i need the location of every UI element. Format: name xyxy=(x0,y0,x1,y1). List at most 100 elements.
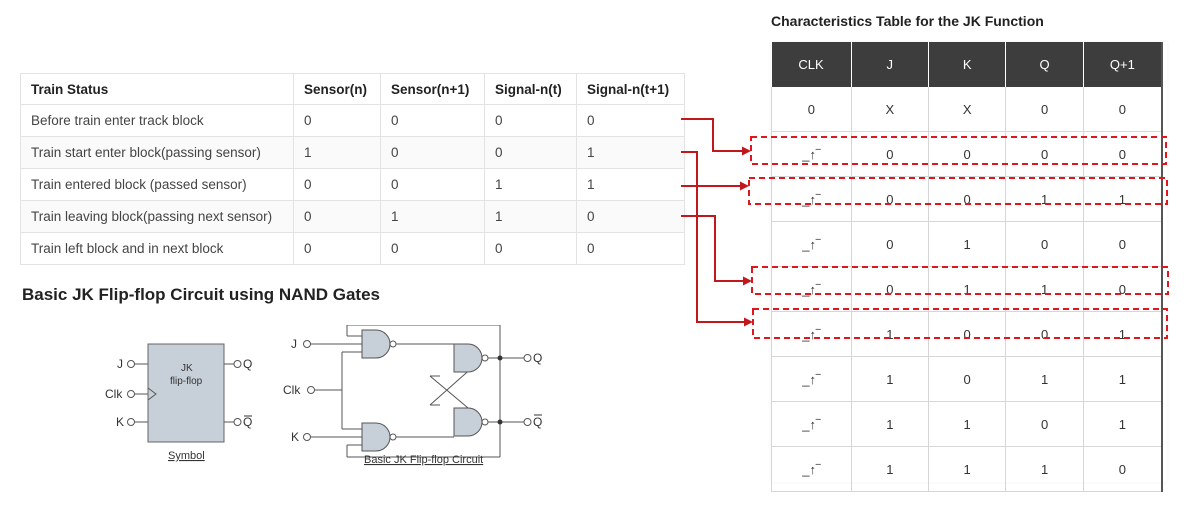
table-cell: 1 xyxy=(928,266,1007,312)
table-cell: 0 xyxy=(928,311,1007,357)
table-cell: 0 xyxy=(484,232,577,265)
arrowhead xyxy=(740,181,749,191)
table-cell: 1 xyxy=(1005,356,1084,402)
table-cell: 1 xyxy=(380,200,485,233)
arrows xyxy=(681,118,747,323)
symbol-k-label: K xyxy=(116,415,124,429)
table-cell: 1 xyxy=(928,401,1007,447)
table-cell: 0 xyxy=(576,200,685,233)
arrow xyxy=(681,151,747,323)
table-cell: X xyxy=(851,87,929,132)
table-cell: 1 xyxy=(928,446,1007,492)
clk-cell: _↑‾ xyxy=(771,446,852,492)
table-cell: 0 xyxy=(1005,131,1084,177)
column-header: CLK xyxy=(771,42,852,87)
table-cell: 0 xyxy=(380,232,485,265)
nand-gate xyxy=(361,422,397,452)
table-cell: 1 xyxy=(928,221,1007,267)
table-cell: 1 xyxy=(851,446,929,492)
flipflop-symbol: J Clk K JK flip-flop Q Q Symbol xyxy=(105,343,252,462)
table-cell: Train leaving block(passing next sensor) xyxy=(20,200,294,233)
table-cell: 0 xyxy=(851,176,929,222)
table-row: Train left block and in next block 0 0 0… xyxy=(20,232,685,265)
table-cell: 0 xyxy=(928,356,1007,402)
arrowhead xyxy=(744,317,753,327)
table-cell: Before train enter track block xyxy=(20,104,294,137)
symbol-box-line2: flip-flop xyxy=(170,376,203,387)
clk-cell: 0 xyxy=(771,87,852,132)
table-cell: 0 xyxy=(1005,87,1084,132)
table-cell: 0 xyxy=(928,176,1007,222)
symbol-box-line1: JK xyxy=(181,363,193,374)
table-cell: 0 xyxy=(1083,221,1163,267)
nand-gate xyxy=(361,329,397,359)
table-cell: 0 xyxy=(1083,131,1163,177)
table-header-row: CLK J K Q Q+1 xyxy=(771,42,1163,87)
symbol-q-label: Q xyxy=(243,357,252,371)
nand-k-label: K xyxy=(291,430,299,444)
table-cell: 0 xyxy=(484,136,577,169)
column-header: Sensor(n+1) xyxy=(380,73,485,105)
arrow xyxy=(681,215,746,282)
table-cell: Train left block and in next block xyxy=(20,232,294,265)
table-cell: 1 xyxy=(1083,356,1163,402)
column-header: Signal-n(t) xyxy=(484,73,577,105)
table-cell: 1 xyxy=(576,136,685,169)
table-row: Train entered block (passed sensor) 0 0 … xyxy=(20,168,685,201)
clk-cell: _↑‾ xyxy=(771,266,852,312)
table-cell: 1 xyxy=(484,168,577,201)
column-header: J xyxy=(851,42,929,87)
table-cell: 1 xyxy=(1005,446,1084,492)
table-cell: 0 xyxy=(293,104,381,137)
column-header: Q+1 xyxy=(1083,42,1163,87)
arrow xyxy=(681,118,745,152)
table-cell: 0 xyxy=(293,168,381,201)
arrowhead xyxy=(743,276,752,286)
column-header: K xyxy=(928,42,1007,87)
table-cell: 1 xyxy=(1005,266,1084,312)
clk-cell: _↑‾ xyxy=(771,356,852,402)
table-row: Train start enter block(passing sensor) … xyxy=(20,136,685,169)
table-cell: 0 xyxy=(1083,87,1163,132)
symbol-caption: Symbol xyxy=(168,450,205,462)
circuit-heading: Basic JK Flip-flop Circuit using NAND Ga… xyxy=(22,285,380,304)
table-cell: 1 xyxy=(293,136,381,169)
table-cell: 1 xyxy=(1005,176,1084,222)
clk-cell: _↑‾ xyxy=(771,176,852,222)
nand-j-label: J xyxy=(291,337,297,351)
table-cell: X xyxy=(928,87,1007,132)
table-cell: 0 xyxy=(1083,446,1163,492)
symbol-clk-label: Clk xyxy=(105,387,123,401)
column-header: Signal-n(t+1) xyxy=(576,73,685,105)
train-status-table: Train Status Sensor(n) Sensor(n+1) Signa… xyxy=(20,73,685,265)
table-cell: 1 xyxy=(851,311,929,357)
nand-caption: Basic JK Flip-flop Circuit xyxy=(364,454,483,466)
clk-cell: _↑‾ xyxy=(771,401,852,447)
table-cell: 1 xyxy=(1083,401,1163,447)
clk-cell: _↑‾ xyxy=(771,311,852,357)
table-cell: 1 xyxy=(851,356,929,402)
table-cell: 0 xyxy=(928,131,1007,177)
table-cell: 0 xyxy=(576,232,685,265)
table-cell: 0 xyxy=(1005,221,1084,267)
jk-flipflop-diagram: J Clk K JK flip-flop Q Q Symbol J Clk K xyxy=(105,325,542,466)
table-cell: 0 xyxy=(851,266,929,312)
arrowhead xyxy=(742,146,751,156)
table-cell: 1 xyxy=(851,401,929,447)
column-header: Sensor(n) xyxy=(293,73,381,105)
nand-gate xyxy=(453,343,489,373)
table-cell: 1 xyxy=(1083,176,1163,222)
nand-qbar-label: Q xyxy=(533,415,542,429)
clk-cell: _↑‾ xyxy=(771,221,852,267)
nand-gate xyxy=(453,407,489,437)
column-header: Train Status xyxy=(20,73,294,105)
table-cell: 0 xyxy=(851,131,929,177)
table-cell: 1 xyxy=(484,200,577,233)
